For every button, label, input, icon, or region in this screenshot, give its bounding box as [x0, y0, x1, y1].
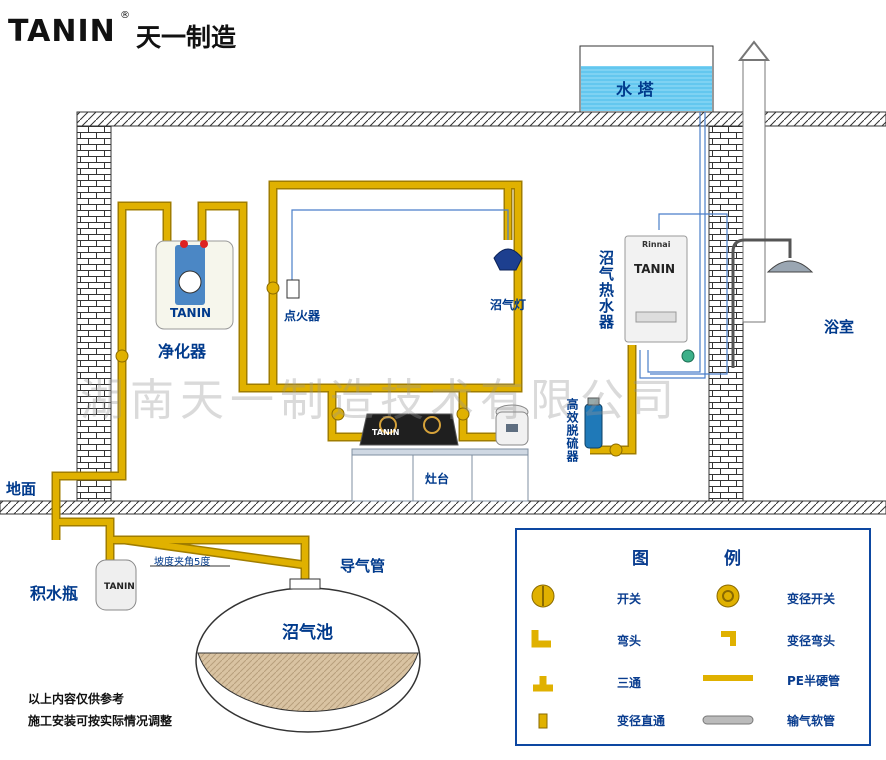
- legend-label-pe-pipe: PE半硬管: [787, 674, 840, 688]
- water-trap-bottle: [95, 559, 137, 611]
- purifier-label: 净化器: [158, 342, 207, 361]
- legend-title-left: 图: [632, 549, 649, 569]
- reducer-switch-icon: [716, 584, 740, 608]
- purifier-device: [155, 240, 234, 330]
- reducer-elbow-icon: [721, 631, 736, 646]
- left-wall: [76, 125, 112, 502]
- igniter-wire: [291, 209, 509, 285]
- registered-mark: ®: [120, 10, 130, 21]
- water-heater-label: 沼气热水器: [597, 250, 615, 330]
- stove-table: [351, 448, 529, 502]
- shower-pipe: [731, 238, 792, 368]
- rice-cooker-icon: [495, 404, 529, 446]
- switch-icon: [531, 584, 555, 608]
- bathroom-label: 浴室: [824, 318, 855, 336]
- water-tower-water: [581, 66, 712, 111]
- desulfurizer-label: 高效脱硫器: [565, 398, 579, 463]
- water-bottle-brand: TANIN: [104, 582, 135, 592]
- legend-title-right: 例: [724, 549, 741, 569]
- water-heater-small-brand: Rinnai: [642, 240, 671, 249]
- gas-pipe-label: 导气管: [340, 557, 386, 575]
- valves: [115, 281, 695, 457]
- ground-slab: [0, 500, 886, 515]
- purifier-brand: TANIN: [170, 306, 212, 320]
- tee-icon: [533, 676, 553, 692]
- gas-stove-icon: [359, 413, 459, 446]
- legend-label-switch: 开关: [617, 592, 642, 606]
- water-heater-brand: TANIN: [634, 262, 676, 276]
- chimney-pipe: [742, 59, 766, 323]
- note-line-2: 施工安装可按实际情况调整: [28, 714, 173, 728]
- note-line-1: 以上内容仅供参考: [28, 692, 125, 706]
- gas-hose-icon: [702, 715, 754, 725]
- brand-name: 天一制造: [136, 23, 237, 52]
- water-bottle-label: 积水瓶: [30, 584, 79, 603]
- stove-table-label: 灶台: [425, 472, 450, 486]
- water-heater-device: [624, 235, 688, 343]
- shower-head-icon: [766, 260, 814, 273]
- biogas-lamp-icon: [493, 248, 523, 271]
- brand-logo: TANIN: [8, 14, 116, 49]
- roof-slab: [76, 111, 886, 127]
- biogas-lamp-label: 沼气灯: [490, 298, 527, 312]
- chimney-cap: [737, 40, 771, 61]
- company-watermark: 湖南天一制造技术有限公司: [80, 375, 680, 426]
- elbow-icon: [531, 630, 551, 648]
- legend-label-reducer-straight: 变径直通: [617, 714, 666, 728]
- legend-icons: [531, 584, 754, 729]
- middle-wall: [708, 125, 744, 502]
- legend-label-tee: 三通: [617, 676, 642, 690]
- digester-label: 沼气池: [282, 623, 333, 643]
- igniter-label: 点火器: [284, 309, 321, 323]
- slope-label: 坡度夹角5度: [154, 557, 211, 568]
- legend-label-reducer-elbow: 变径弯头: [787, 634, 836, 648]
- ground-label: 地面: [6, 480, 37, 498]
- legend-label-gas-hose: 输气软管: [787, 714, 836, 728]
- water-tower-label: 水 塔: [616, 80, 654, 99]
- reducer-straight-icon: [538, 713, 548, 729]
- water-lines: [639, 112, 728, 379]
- stove-brand: TANIN: [372, 428, 400, 437]
- desulfurizer-device: [584, 397, 603, 449]
- biogas-digester: [195, 578, 421, 733]
- legend-label-elbow: 弯头: [617, 634, 642, 648]
- igniter-device: [286, 279, 300, 299]
- legend: 图 例 开关 变径开关 弯头 变径弯头 三通 PE半硬管 变径直通 输气软管: [515, 528, 871, 746]
- legend-label-reducer-switch: 变径开关: [787, 592, 836, 606]
